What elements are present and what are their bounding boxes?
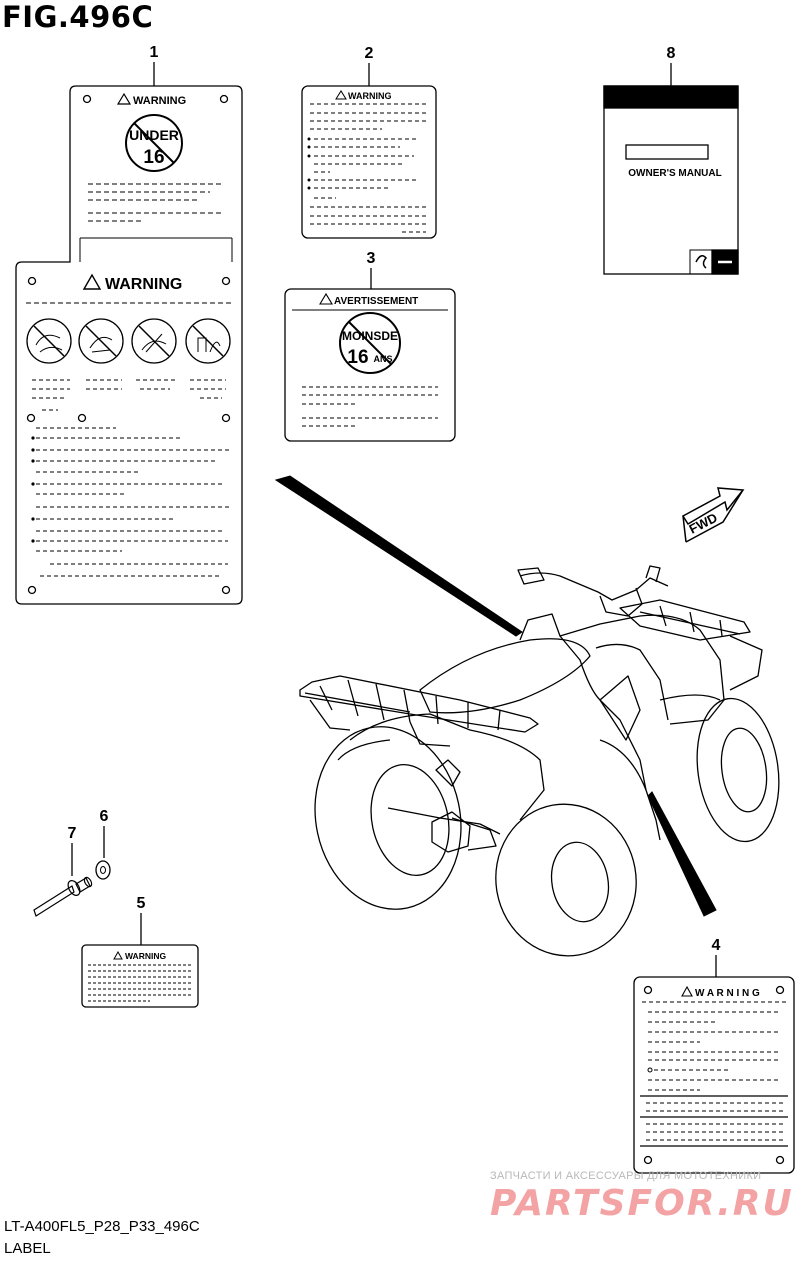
svg-text:OWNER'S MANUAL: OWNER'S MANUAL [628, 168, 721, 179]
svg-text:WARNING: WARNING [105, 276, 182, 293]
callout-2[interactable]: 2 [365, 45, 374, 62]
no-paved-road-icon [131, 318, 177, 364]
label-2-warning-decal[interactable]: WARNING [301, 85, 437, 239]
warning-triangle-icon [82, 273, 102, 290]
part-6-washer[interactable] [95, 860, 111, 880]
figure-code: LT-A400FL5_P28_P33_496C [4, 1218, 200, 1235]
no-riding-icon [26, 318, 72, 364]
svg-text:16: 16 [347, 347, 368, 368]
callout-6[interactable]: 6 [100, 808, 109, 825]
svg-text:AVERTISSEMENT: AVERTISSEMENT [334, 296, 418, 307]
svg-text:UNDER: UNDER [129, 127, 179, 143]
svg-text:MOINSDE: MOINSDE [342, 329, 398, 343]
callout-8[interactable]: 8 [667, 45, 676, 62]
suzuki-logo-icon [689, 249, 713, 275]
label-1-warning-decal[interactable]: WARNING UNDER 16 WARNING [15, 85, 243, 605]
atv-illustration [299, 565, 780, 957]
no-under-16-icon [125, 114, 183, 172]
callout-4[interactable]: 4 [712, 937, 721, 954]
fwd-direction-arrow-icon: FWD [681, 487, 745, 543]
pointer-wedge-lower [647, 791, 717, 917]
no-under-16-icon [339, 312, 401, 374]
warning-triangle-icon [113, 950, 123, 960]
warning-triangle-icon [116, 92, 132, 105]
callout-5[interactable]: 5 [137, 895, 146, 912]
pointer-wedge-upper [274, 475, 523, 637]
label-5-warning-decal[interactable]: WARNING [81, 944, 199, 1008]
callout-3[interactable]: 3 [367, 250, 376, 267]
no-alcohol-icon [185, 318, 231, 364]
warning-triangle-icon [681, 985, 693, 997]
svg-text:W A R N I N G: W A R N I N G [695, 988, 760, 999]
callout-7[interactable]: 7 [68, 825, 77, 842]
figure-name: LABEL [4, 1240, 51, 1257]
label-3-avertissement-decal[interactable]: AVERTISSEMENT MOINSDE 16 ANS [284, 288, 456, 442]
warning-triangle-icon [335, 90, 347, 100]
part-7-rivet[interactable] [33, 876, 93, 917]
svg-text:WARNING: WARNING [125, 951, 166, 961]
no-passenger-icon [78, 318, 124, 364]
svg-text:16: 16 [143, 147, 164, 168]
owners-manual-booklet[interactable]: OWNER'S MANUAL [603, 85, 739, 275]
figure-title: FIG.496C [2, 0, 154, 34]
svg-text:WARNING: WARNING [348, 91, 392, 101]
svg-text:ANS: ANS [373, 354, 392, 364]
label-4-warning-decal[interactable]: W A R N I N G [633, 976, 795, 1174]
warning-triangle-icon [319, 292, 333, 305]
svg-text:WARNING: WARNING [133, 95, 186, 107]
watermark-logo: PARTSFOR.RU [490, 1183, 794, 1224]
watermark-subtitle: ЗАПЧАСТИ И АКСЕССУАРЫ ДЛЯ МОТОТЕХНИКИ [490, 1170, 762, 1182]
callout-1[interactable]: 1 [150, 44, 159, 61]
